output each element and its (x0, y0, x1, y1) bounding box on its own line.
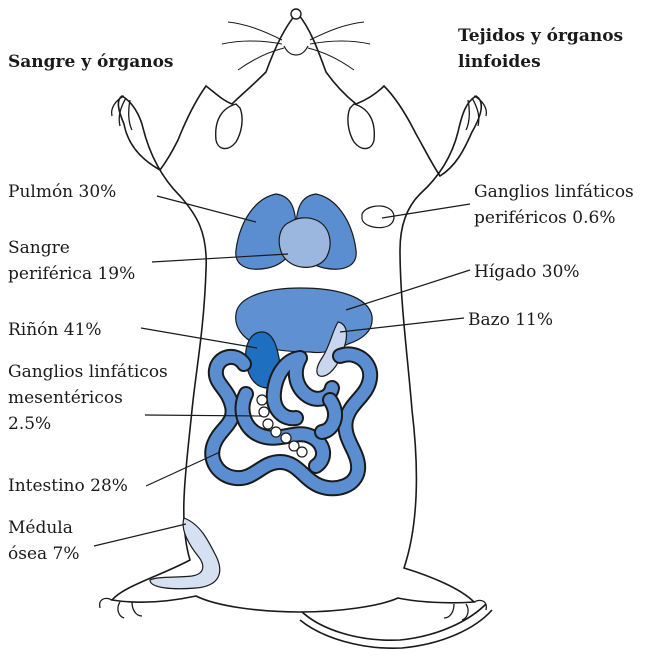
label-intestine: Intestino 28% (8, 474, 128, 498)
label-peripheral-line2: periféricos 0.6% (474, 206, 616, 230)
heading-blood-organs: Sangre y órganos (8, 50, 174, 74)
label-marrow-line2: ósea 7% (8, 542, 80, 566)
label-liver: Hígado 30% (474, 260, 580, 284)
heading-lymphoid-line1: Tejidos y órganos (458, 24, 623, 48)
label-kidney: Riñón 41% (8, 318, 102, 342)
label-mesenteric-line3: 2.5% (8, 412, 51, 436)
label-blood-line2: periférica 19% (8, 262, 135, 286)
label-marrow-line1: Médula (8, 516, 73, 540)
label-lung: Pulmón 30% (8, 180, 116, 204)
heading-lymphoid-line2: linfoides (458, 50, 541, 74)
mouse-nose (291, 9, 301, 19)
label-blood-line1: Sangre (8, 236, 70, 260)
label-peripheral-line1: Ganglios linfáticos (474, 180, 634, 204)
label-mesenteric-line1: Ganglios linfáticos (8, 360, 168, 384)
label-spleen: Bazo 11% (468, 308, 553, 332)
label-mesenteric-line2: mesentéricos (8, 386, 123, 410)
heart (279, 218, 330, 268)
